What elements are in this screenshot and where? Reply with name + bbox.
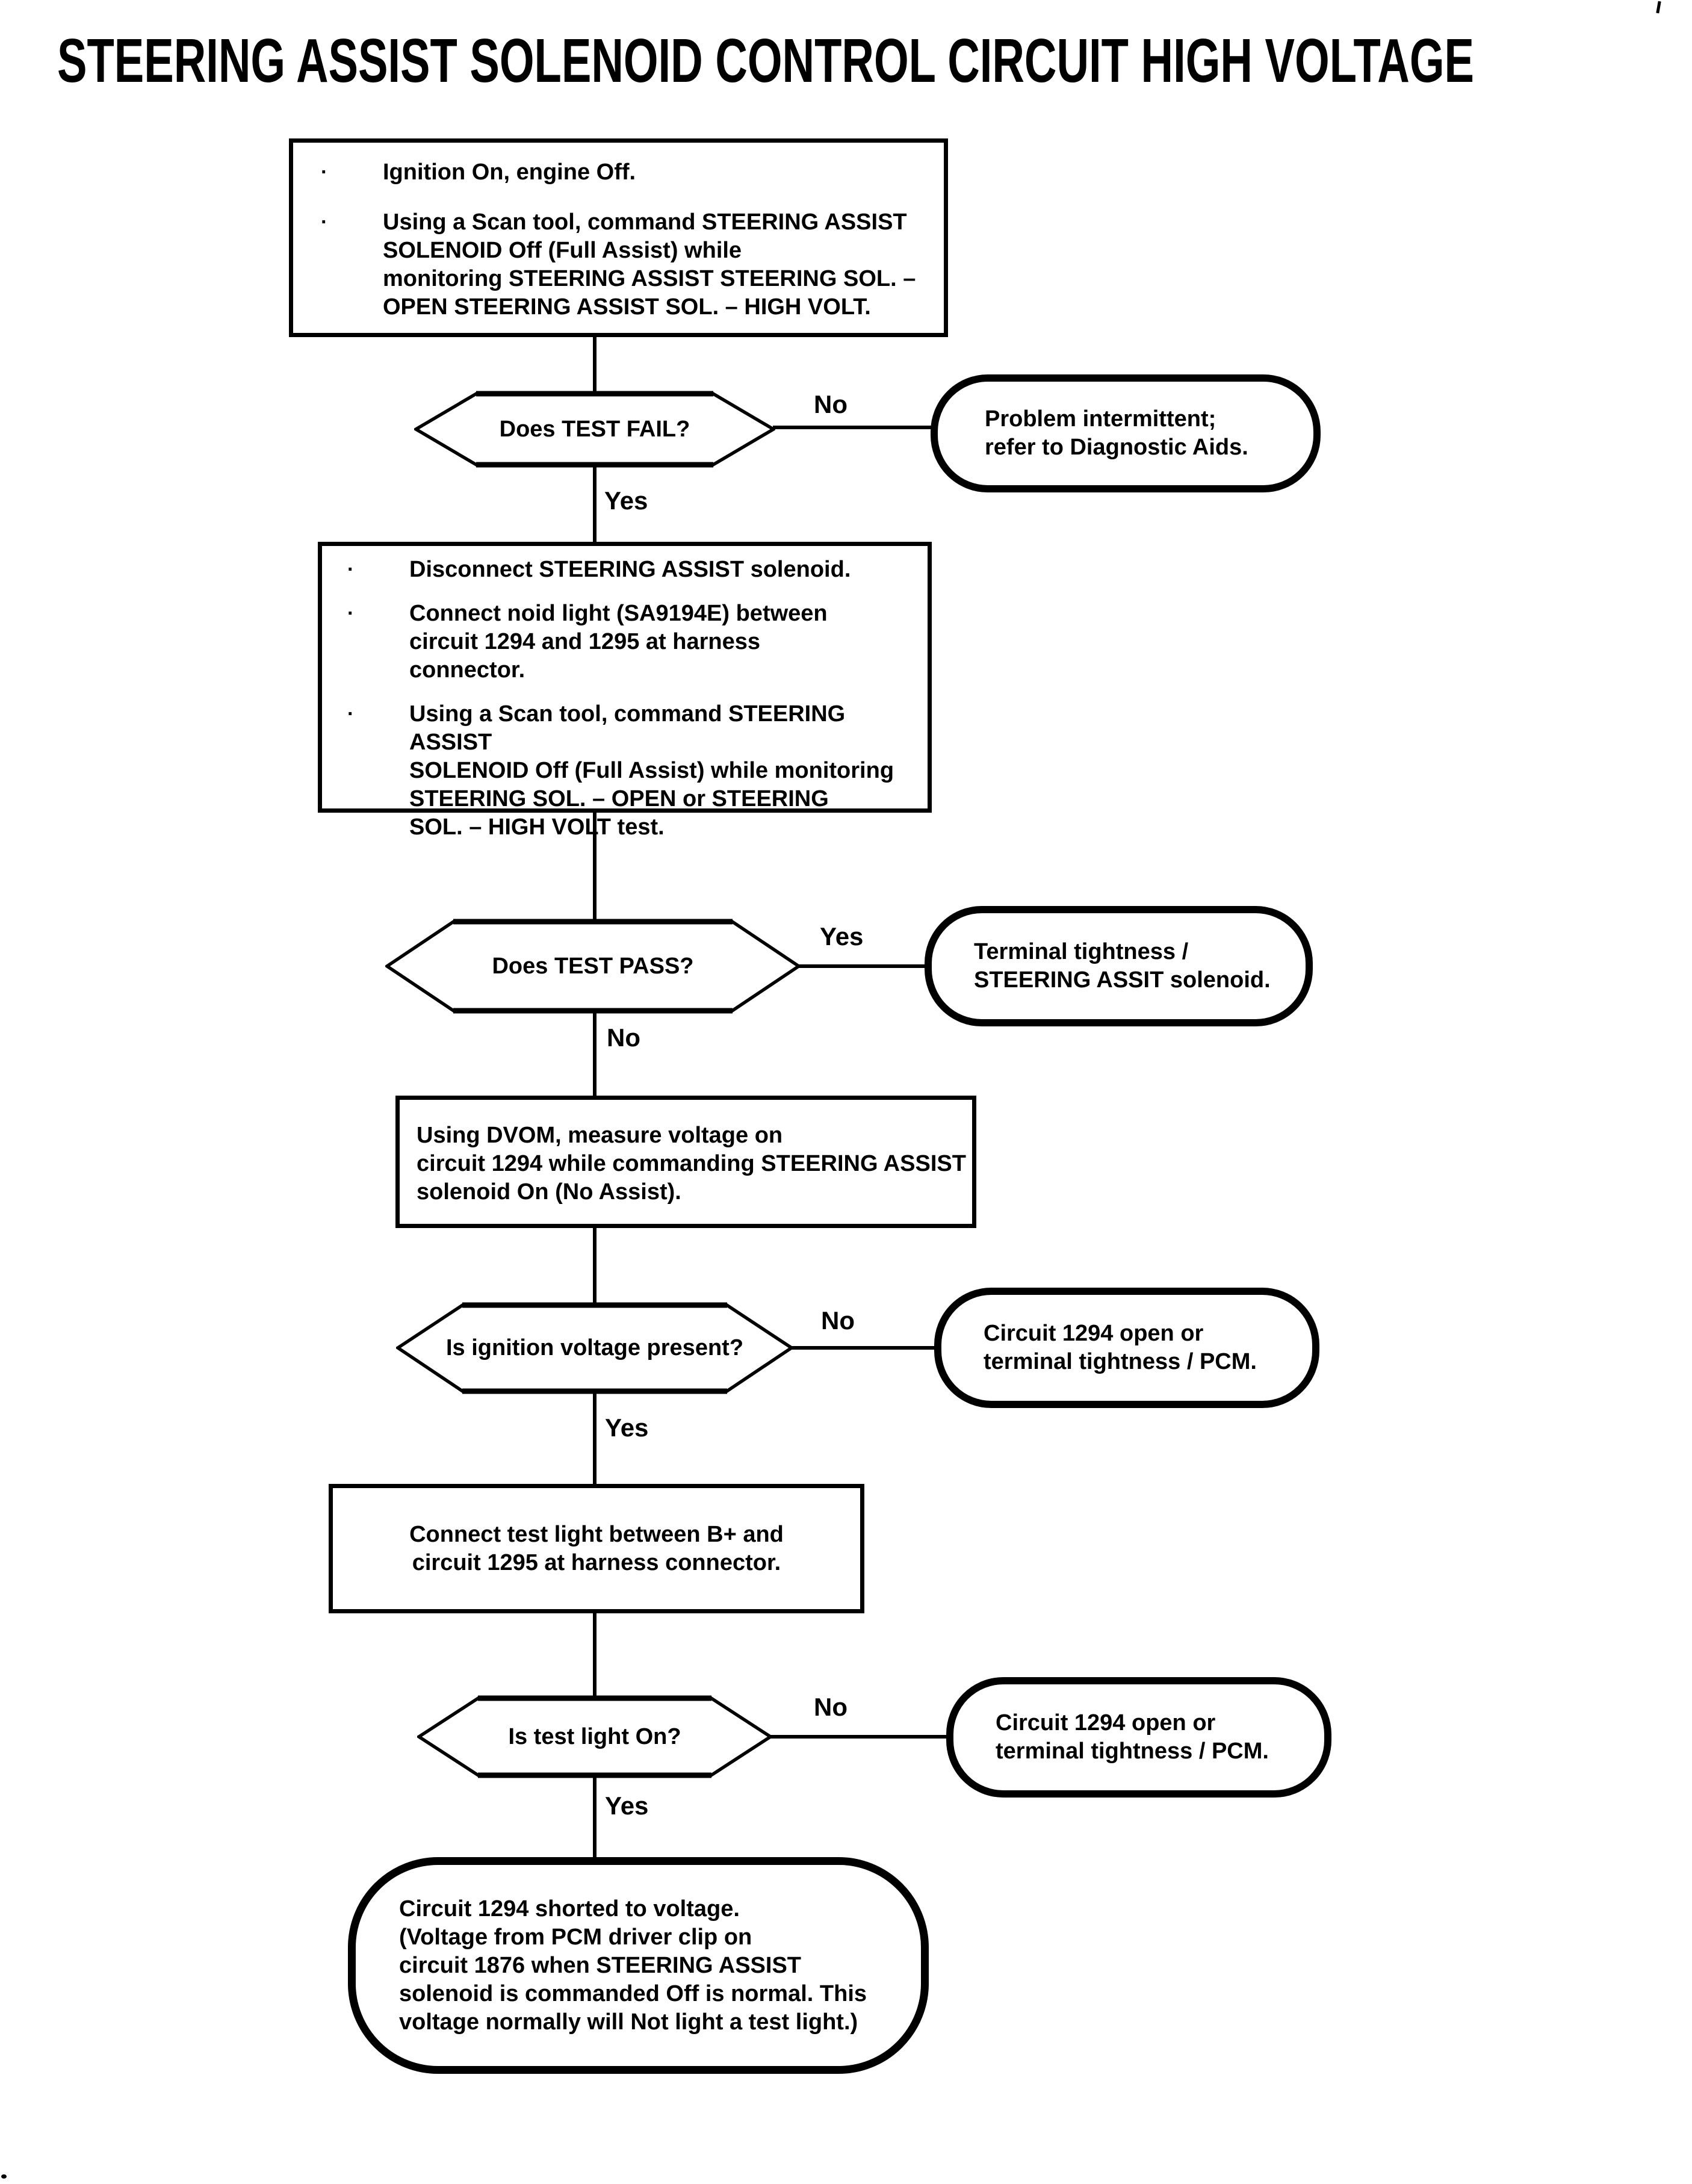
decision-q4: Is test light On?	[417, 1695, 772, 1779]
edge-label-q1-no: No	[814, 390, 848, 418]
step2-bullet-3: Using a Scan tool, command STEERING ASSI…	[409, 701, 894, 840]
terminal-end2: Terminal tightness / STEERING ASSIT sole…	[925, 906, 1313, 1026]
edge-label-q4-yes: Yes	[605, 1792, 649, 1820]
end5-text: Circuit 1294 shorted to voltage. (Voltag…	[399, 1896, 867, 2035]
bullet-item: · Ignition On, engine Off.	[317, 158, 944, 187]
connector-step1-q1	[593, 335, 597, 392]
q4-label: Is test light On?	[508, 1723, 681, 1749]
bullet-icon: ·	[347, 558, 355, 581]
bullet-icon: ·	[347, 602, 355, 625]
connector-q2-end2	[798, 964, 926, 968]
bullet-item: · Using a Scan tool, command STEERING AS…	[344, 700, 928, 842]
edge-label-q2-no: No	[607, 1023, 640, 1052]
end1-text: Problem intermittent; refer to Diagnosti…	[985, 406, 1248, 460]
end4-text: Circuit 1294 open or terminal tightness …	[996, 1710, 1269, 1764]
bullet-icon: ·	[347, 703, 355, 725]
step4-text: Connect test light between B+ and circui…	[409, 1521, 784, 1575]
step1-bullet-1: Ignition On, engine Off.	[383, 160, 636, 185]
q2-label: Does TEST PASS?	[492, 953, 694, 979]
step2-bullet-1: Disconnect STEERING ASSIST solenoid.	[409, 557, 851, 582]
decision-q2: Does TEST PASS?	[385, 918, 801, 1014]
process-box-step4: Connect test light between B+ and circui…	[329, 1484, 864, 1613]
decision-q3: Is ignition voltage present?	[396, 1301, 793, 1395]
connector-q4-end5	[593, 1778, 597, 1860]
hexagon-shape	[385, 919, 801, 1014]
bullet-item: · Connect noid light (SA9194E) between c…	[344, 600, 928, 684]
step1-bullet-2: Using a Scan tool, command STEERING ASSI…	[383, 209, 916, 320]
q1-label: Does TEST FAIL?	[499, 416, 690, 442]
terminal-end5: Circuit 1294 shorted to voltage. (Voltag…	[348, 1857, 929, 2074]
bullet-icon: ·	[321, 211, 328, 234]
connector-step4-q4	[593, 1611, 597, 1696]
edge-label-q4-no: No	[814, 1693, 848, 1721]
end3-text: Circuit 1294 open or terminal tightness …	[984, 1321, 1257, 1374]
end2-text: Terminal tightness / STEERING ASSIT sole…	[974, 939, 1271, 993]
step2-bullet-2: Connect noid light (SA9194E) between cir…	[409, 601, 828, 683]
edge-label-q3-yes: Yes	[605, 1413, 649, 1442]
bullet-item: · Using a Scan tool, command STEERING AS…	[317, 208, 944, 321]
terminal-end1: Problem intermittent; refer to Diagnosti…	[931, 374, 1321, 492]
q3-label: Is ignition voltage present?	[445, 1335, 744, 1360]
hexagon-shape	[396, 1302, 793, 1394]
process-box-step3: Using DVOM, measure voltage on circuit 1…	[395, 1096, 976, 1228]
connector-q2-step3	[593, 1013, 597, 1097]
terminal-end3: Circuit 1294 open or terminal tightness …	[934, 1288, 1319, 1408]
connector-step3-q3	[593, 1226, 597, 1303]
scan-artifact-dot	[1, 2174, 7, 2179]
connector-q4-end4	[770, 1735, 950, 1739]
connector-q1-end1	[773, 426, 934, 429]
bullet-item: · Disconnect STEERING ASSIST solenoid.	[344, 556, 928, 584]
process-box-step2: · Disconnect STEERING ASSIST solenoid. ·…	[318, 542, 932, 840]
connector-q3-end3	[791, 1346, 938, 1350]
connector-step2-q2	[593, 810, 597, 920]
edge-label-q1-yes: Yes	[604, 486, 648, 515]
connector-q3-step4	[593, 1394, 597, 1485]
decision-q1: Does TEST FAIL?	[414, 390, 775, 468]
bullet-icon: ·	[321, 161, 328, 184]
hexagon-shape	[414, 391, 775, 468]
process-box-step1: · Ignition On, engine Off. · Using a Sca…	[289, 138, 948, 337]
step3-text: Using DVOM, measure voltage on circuit 1…	[417, 1123, 966, 1205]
scan-artifact-mark	[1656, 1, 1661, 14]
edge-label-q3-no: No	[821, 1306, 855, 1335]
edge-label-q2-yes: Yes	[820, 922, 864, 951]
connector-q1-step2	[593, 467, 597, 544]
page-title: STEERING ASSIST SOLENOID CONTROL CIRCUIT…	[57, 26, 1475, 95]
terminal-end4: Circuit 1294 open or terminal tightness …	[946, 1677, 1331, 1798]
